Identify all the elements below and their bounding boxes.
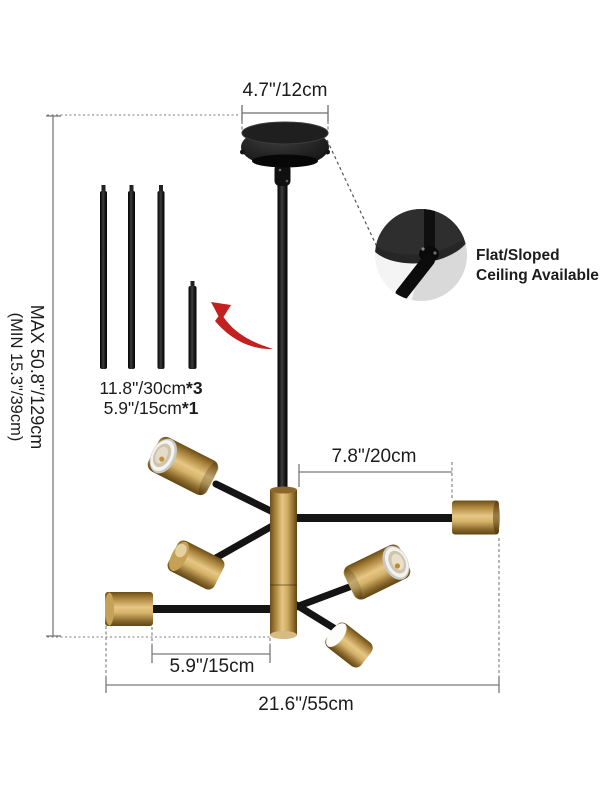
dim-overall-height [46, 114, 271, 638]
spare-rod-short [188, 281, 197, 369]
inset-connector-line [326, 139, 378, 248]
socket-middle-right [343, 544, 411, 600]
rod-kit-short-qty: *1 [181, 397, 199, 418]
spare-rod-long-3 [157, 185, 165, 369]
canopy-shape [240, 121, 330, 168]
socket-middle-left [167, 540, 225, 590]
ceiling-inset-photo [375, 209, 467, 301]
bottom-offset-label: 5.9"/15cm [169, 656, 255, 677]
spare-rods-group [100, 185, 197, 369]
dim-arm-length [298, 462, 453, 499]
overall-width-label: 21.6"/55cm [258, 694, 354, 715]
arm-length-label: 7.8"/20cm [331, 446, 417, 467]
height-max-label: MAX 50.8"/129cm [27, 304, 47, 450]
rod-kit-label: 11.8"/30cm*3 5.9"/15cm*1 [99, 378, 203, 419]
red-arrow-icon [211, 302, 273, 350]
socket-lower-right [325, 622, 373, 668]
height-min-label: (MIN 15.3"/39cm) [7, 312, 25, 442]
spare-rod-long-1 [100, 185, 107, 369]
rod-kit-long-line: 11.8"/30cm*3 [99, 378, 203, 399]
canopy-screw-right [325, 149, 330, 155]
socket-lower-left [105, 592, 153, 626]
canopy-width-label: 4.7"/12cm [242, 80, 328, 101]
arm-lower-right [286, 597, 341, 634]
rod-kit-short-size: 5.9"/15cm [103, 397, 182, 418]
rod-kit-long-qty: *3 [186, 378, 203, 398]
rod-kit-long-size: 11.8"/30cm [99, 378, 187, 398]
overall-height-label: MAX 50.8"/129cm (MIN 15.3"/39cm) [5, 305, 47, 449]
dim-bottom-offset [151, 627, 271, 663]
ceiling-callout-line2: Ceiling Available [476, 267, 599, 284]
center-hub [270, 486, 297, 639]
canopy-screw-left [240, 149, 245, 155]
ceiling-callout-line1: Flat/Sloped [476, 247, 560, 264]
spare-rod-long-2 [128, 185, 135, 369]
socket-upper-left [147, 436, 219, 496]
ceiling-callout: Flat/Sloped Ceiling Available [476, 246, 599, 286]
dim-overall-width [105, 538, 500, 693]
chandelier [105, 121, 500, 668]
rod-kit-short-line: 5.9"/15cm*1 [99, 397, 202, 419]
main-down-rod [277, 140, 288, 492]
dim-canopy-width [241, 105, 329, 134]
socket-right [452, 500, 500, 535]
arm-middle-left [210, 521, 278, 563]
